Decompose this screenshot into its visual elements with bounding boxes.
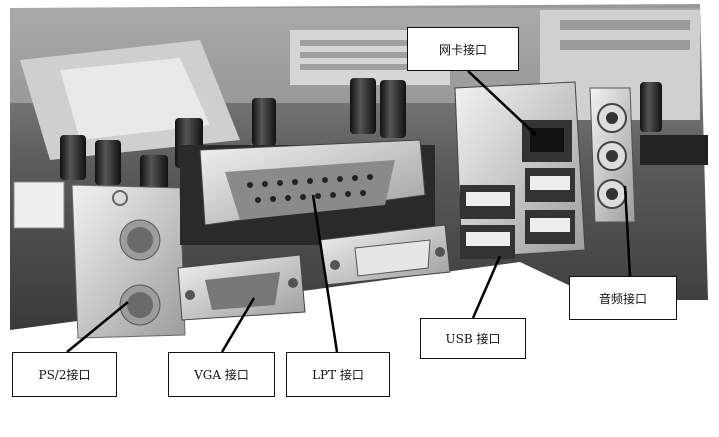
chip [640,135,708,165]
lan-port-label: 网卡接口 [407,27,519,71]
dvi-port [319,224,451,286]
audio-jacks [589,87,636,223]
vga-port-label: VGA 接口 [168,352,275,397]
lan-usb-stack [454,81,586,259]
cpu-socket [20,40,240,160]
audio-port-label: 音频接口 [569,276,677,320]
vga-port [177,254,306,321]
usb-port-label: USB 接口 [420,318,526,359]
leader-lines [66,70,632,353]
memory-slots [290,10,700,120]
ps2-port-label: PS/2接口 [12,352,117,397]
ps2-ports [71,184,186,339]
lpt-port [180,139,435,245]
lpt-port-label: LPT 接口 [286,352,390,397]
power-connector [13,181,65,229]
